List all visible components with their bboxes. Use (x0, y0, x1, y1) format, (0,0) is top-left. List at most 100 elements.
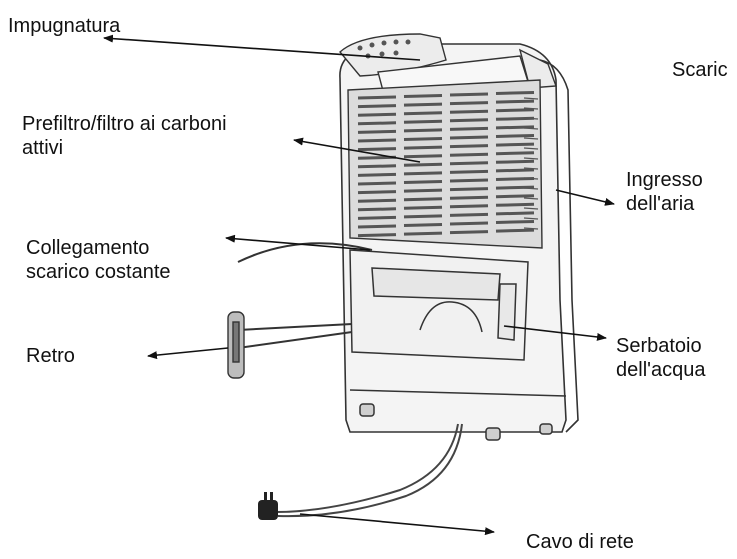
label-ingresso-line-2: dell'aria (626, 193, 695, 215)
grille-slat (495, 142, 535, 147)
arrow-collegamento (225, 234, 371, 251)
grille-slat (449, 92, 489, 97)
side-vent-slat (523, 97, 539, 100)
arrow-serbatoio (503, 325, 607, 341)
grille-slat (357, 172, 397, 177)
grille-slat (495, 151, 535, 156)
grille-slat (403, 94, 443, 98)
label-collegamento: Collegamento scarico costante (26, 236, 171, 284)
side-vent-slat (523, 217, 539, 220)
grille-slat (357, 95, 397, 100)
label-serbatoio-line-1: Serbatoio (616, 335, 702, 357)
label-cavo-line: Cavo di rete (526, 531, 634, 553)
arrow-cavo (299, 513, 495, 536)
grille-slat (357, 138, 397, 143)
grille-slat (449, 195, 489, 200)
grille-slat (357, 121, 397, 126)
power-plug (258, 492, 278, 520)
label-cavo: Cavo di rete (526, 530, 634, 554)
grille-slat (357, 181, 397, 186)
grille-slat (495, 125, 535, 130)
grille-slat (403, 145, 443, 150)
grille-slat (495, 228, 535, 233)
label-scarico: Scaric (672, 58, 728, 82)
side-vent-slat (523, 167, 539, 170)
grille-slat (357, 198, 397, 203)
label-ingresso: Ingresso dell'aria (626, 168, 703, 216)
grille-slat (495, 202, 535, 207)
front-grille (347, 79, 543, 249)
control-buttons (357, 39, 411, 59)
grille-slat (403, 171, 443, 176)
label-ingresso-line-1: Ingresso (626, 169, 703, 191)
grille-slat (449, 144, 489, 149)
side-vent-slat (523, 187, 539, 190)
label-scarico-line: Scaric (672, 59, 728, 81)
grille-slat (449, 109, 489, 114)
grille-slat (403, 162, 443, 167)
grille-slat (495, 91, 535, 95)
grille-slat (357, 112, 397, 117)
grille-slat (357, 104, 397, 109)
grille-slat (449, 118, 489, 123)
label-prefiltro-line-1: Prefiltro/filtro ai carboni (22, 113, 227, 135)
grille-slat (357, 147, 397, 152)
grille-slat (403, 119, 443, 124)
label-prefiltro: Prefiltro/filtro ai carboni attivi (22, 112, 227, 160)
grille-slat (495, 168, 535, 173)
grille-slat (403, 102, 443, 107)
grille-slat (495, 211, 535, 216)
base (349, 389, 567, 441)
pointer-arrows (103, 34, 615, 536)
grille-slat (495, 185, 535, 190)
grille-slat (449, 221, 489, 226)
grille-slat (449, 230, 489, 235)
grille-slat (357, 207, 397, 212)
power-cable (275, 423, 463, 518)
grille-slat (449, 152, 489, 157)
grille-slat (449, 161, 489, 166)
label-impugnatura: Impugnatura (8, 14, 120, 38)
label-collegamento-line-2: scarico costante (26, 261, 171, 283)
grille-slat (357, 129, 397, 134)
grille-slat (495, 134, 535, 138)
grille-slat (495, 194, 535, 199)
grille-slat (357, 190, 397, 195)
arrow-ingresso (555, 189, 615, 206)
grille-slat (403, 197, 443, 202)
side-vent-slat (523, 197, 539, 200)
grille-slat (403, 223, 443, 227)
label-retro-line: Retro (26, 345, 75, 367)
grille-slat (495, 99, 535, 104)
grille-slat (403, 154, 443, 159)
side-vent-slat (523, 117, 539, 120)
grille-slat (495, 159, 535, 164)
side-vent-slat (523, 107, 539, 110)
grille-slat (357, 215, 397, 220)
grille-slat (449, 178, 489, 183)
grille-slat (403, 180, 443, 184)
grille-slat (449, 204, 489, 209)
label-serbatoio: Serbatoio dell'acqua (616, 334, 705, 382)
grille-slat (449, 212, 489, 217)
side-vent-slat (523, 227, 539, 230)
side-vents (523, 97, 539, 230)
side-vent-slat (523, 147, 539, 150)
label-serbatoio-line-2: dell'acqua (616, 359, 706, 381)
grille-slat (403, 137, 443, 141)
side-vent-slat (523, 127, 539, 130)
grille-slat (495, 108, 535, 113)
side-vent-slat (523, 157, 539, 160)
grille-slat (449, 135, 489, 140)
grille-slat (495, 220, 535, 224)
side-vent-slat (523, 177, 539, 180)
grille-slat (357, 233, 397, 238)
grille-slat (403, 111, 443, 116)
side-vent-slat (523, 137, 539, 140)
grille-slat (403, 205, 443, 210)
grille-slat (403, 214, 443, 219)
grille-slat (449, 101, 489, 106)
hose-connector (227, 311, 245, 379)
